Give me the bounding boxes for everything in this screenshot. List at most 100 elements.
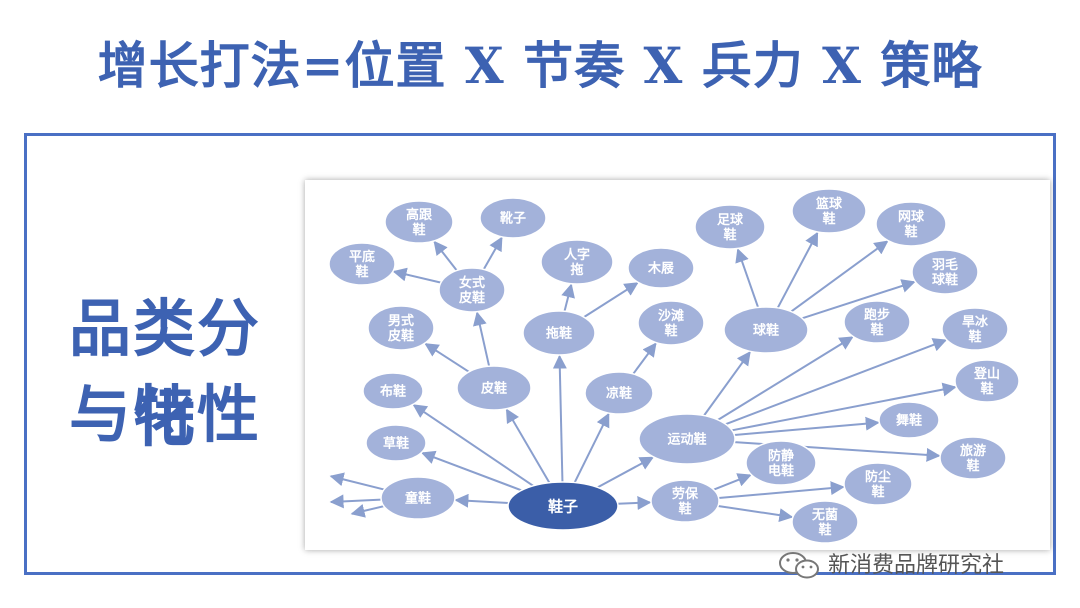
- node-label: 鞋: [871, 484, 884, 500]
- node-renzituo: 人字拖: [540, 239, 614, 285]
- node-bubble: [745, 440, 817, 486]
- node-bubble: [479, 197, 547, 239]
- node-bubble: [843, 462, 913, 506]
- node-label: 鞋: [968, 329, 981, 345]
- node-bubble: [911, 249, 979, 295]
- node-bubble: [365, 424, 427, 462]
- node-label: 球鞋: [753, 323, 779, 339]
- edge-pixie-nvshipixie: [473, 311, 491, 367]
- node-label: 鞋子: [548, 497, 578, 515]
- node-label: 旱冰: [962, 314, 989, 330]
- node-label: 跑步: [864, 307, 890, 323]
- edge-yundongxie-hanbingxie: [725, 338, 948, 426]
- node-wujunxie: 无菌鞋: [791, 500, 859, 544]
- edge-qiuxie-zuqiuxie: [735, 248, 760, 308]
- edge-tuoxie-muji: [583, 282, 639, 318]
- edge-yundongxie-paobuxie: [717, 336, 854, 421]
- edge-pixie-nanshipixie: [424, 343, 470, 373]
- node-label: 草鞋: [383, 436, 409, 452]
- node-label: 鞋: [412, 222, 425, 238]
- nodes-layer: 鞋子童鞋草鞋布鞋皮鞋男式皮鞋女式皮鞋平底鞋高跟鞋靴子拖鞋人字拖木屐凉鞋沙滩鞋运动…: [328, 188, 1020, 544]
- edge-xiezi-tuoxie: [552, 354, 567, 483]
- node-bubble: [362, 372, 424, 410]
- node-label: 电鞋: [768, 463, 794, 479]
- node-label: 防静: [768, 448, 794, 464]
- node-xuezi: 靴子: [479, 197, 547, 239]
- edge-nvshipixie-gaogenxie: [433, 240, 458, 272]
- node-bubble: [627, 247, 695, 289]
- node-label: 鞋: [822, 211, 835, 227]
- node-bubble: [723, 306, 809, 354]
- node-fangchenxie: 防尘鞋: [843, 462, 913, 506]
- node-bubble: [650, 479, 720, 523]
- node-bubble: [638, 413, 736, 465]
- edge-laobaoxie-fangjingdianxie: [713, 473, 752, 491]
- node-label: 鞋: [355, 264, 368, 280]
- content-frame: [24, 133, 1056, 575]
- edge-xiezi-laobaoxie: [617, 495, 652, 510]
- node-bubble: [522, 310, 596, 356]
- node-label: 鞋: [870, 322, 883, 338]
- node-label: 足球: [717, 212, 744, 228]
- node-bubble: [939, 436, 1007, 480]
- node-label: 木屐: [647, 261, 675, 277]
- node-bubble: [791, 500, 859, 544]
- node-bubble: [878, 401, 940, 439]
- node-label: 童鞋: [405, 491, 431, 507]
- node-label: 拖鞋: [546, 326, 572, 342]
- node-label: 球鞋: [932, 272, 958, 288]
- node-label: 登山: [973, 366, 1000, 382]
- node-tuoxie: 拖鞋: [522, 310, 596, 356]
- edge-tongxie-stub1: [329, 472, 385, 491]
- node-label: 拖: [570, 262, 583, 278]
- edge-qiuxie-wangqiuxie: [790, 240, 889, 313]
- edge-xiezi-buxie: [412, 404, 534, 487]
- node-label: 劳保: [672, 486, 699, 502]
- node-label: 沙滩: [658, 308, 684, 324]
- node-lvyouxie: 旅游鞋: [939, 436, 1007, 480]
- node-label: 皮鞋: [480, 381, 507, 397]
- node-label: 舞鞋: [895, 413, 922, 429]
- node-label: 鞋: [980, 381, 993, 397]
- edge-xiezi-yundongxie: [597, 456, 655, 489]
- wechat-icon: [779, 552, 819, 579]
- edge-xiezi-caoxie: [421, 450, 522, 492]
- node-label: 靴子: [500, 211, 526, 227]
- edge-xiezi-liangxie: [573, 412, 610, 483]
- node-label: 网球: [898, 209, 925, 225]
- node-wuxie: 舞鞋: [878, 401, 940, 439]
- edge-tongxie-stub3: [350, 504, 385, 518]
- diagram-canvas: 鞋子童鞋草鞋布鞋皮鞋男式皮鞋女式皮鞋平底鞋高跟鞋靴子拖鞋人字拖木屐凉鞋沙滩鞋运动…: [328, 188, 1020, 544]
- node-label: 羽毛: [932, 257, 958, 273]
- edge-laobaoxie-fangchenxie: [718, 481, 845, 500]
- side-title-line-2: 与特性: [68, 378, 261, 451]
- node-shatanxie: 沙滩鞋: [637, 300, 705, 346]
- edge-yundongxie-wuxie: [734, 416, 880, 436]
- node-yundongxie: 运动鞋: [638, 413, 736, 465]
- node-label: 鞋: [678, 501, 691, 517]
- node-laobaoxie: 劳保鞋: [650, 479, 720, 523]
- node-bubble: [694, 204, 766, 250]
- node-bubble: [875, 201, 947, 247]
- node-label: 篮球: [815, 196, 843, 212]
- node-bubble: [637, 300, 705, 346]
- edges-layer: [329, 231, 957, 523]
- edge-xiezi-tongxie: [454, 493, 509, 508]
- node-label: 防尘: [865, 469, 891, 485]
- node-label: 旅游: [960, 443, 986, 459]
- node-bubble: [540, 239, 614, 285]
- node-label: 皮鞋: [458, 290, 485, 306]
- node-wangqiuxie: 网球鞋: [875, 201, 947, 247]
- page-title: 增长打法=位置 X 节奏 X 兵力 X 策略: [97, 36, 983, 95]
- node-muji: 木屐: [627, 247, 695, 289]
- node-bubble: [584, 371, 654, 415]
- node-label: 无菌: [811, 507, 838, 523]
- node-label: 男式: [388, 313, 414, 329]
- node-liangxie: 凉鞋: [584, 371, 654, 415]
- node-label: 鞋: [664, 323, 677, 339]
